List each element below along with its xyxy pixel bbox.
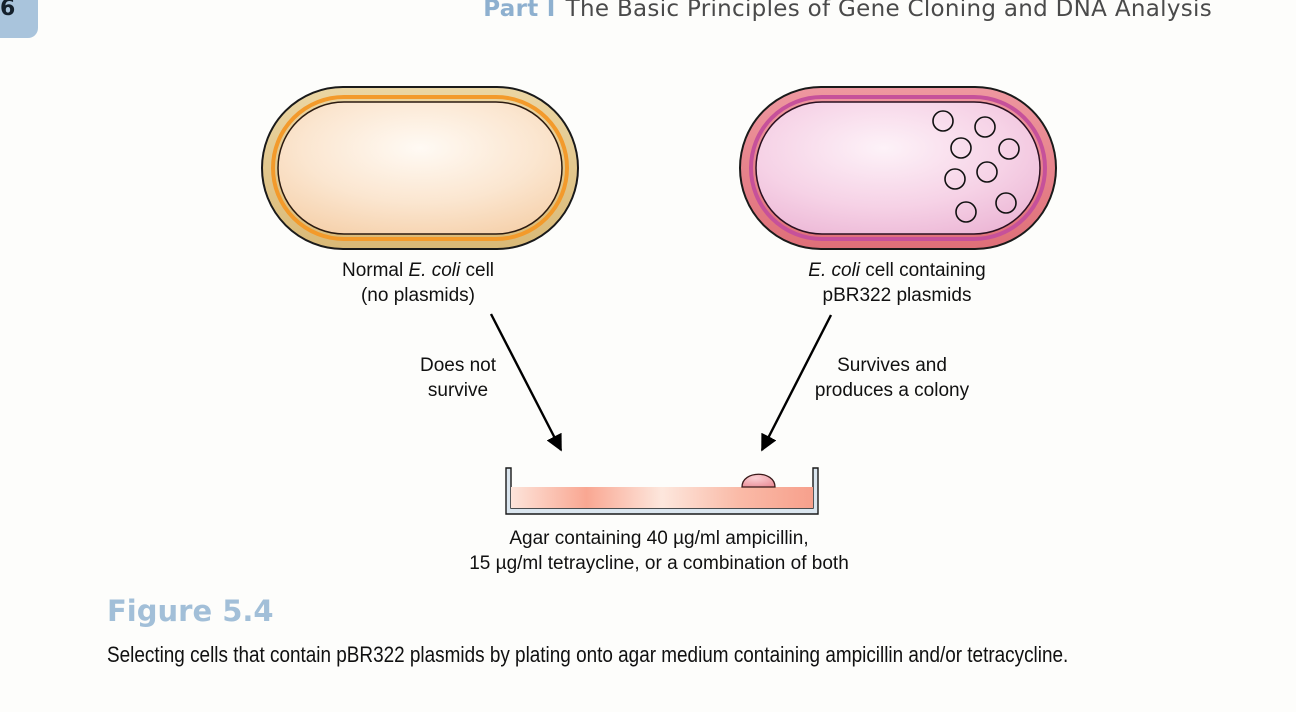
- part-title: The Basic Principles of Gene Cloning and…: [565, 0, 1212, 22]
- normal-cell-label-text: Normal: [341, 260, 409, 281]
- plasmid-5: [944, 168, 966, 190]
- plasmid-cell-species: E. coli: [808, 260, 861, 281]
- plasmid-cell-label: E. coli cell containing pBR322 plasmids: [777, 258, 1017, 308]
- agar-medium: [511, 487, 813, 508]
- agar-label: Agar containing 40 µg/ml ampicillin, 15 …: [434, 526, 884, 576]
- normal-cell-label: Normal E. coli cell (no plasmids): [318, 258, 518, 308]
- figure-caption: Selecting cells that contain pBR322 plas…: [107, 642, 1069, 667]
- agar-label-line2: 15 µg/ml tetraycline, or a combination o…: [469, 553, 849, 574]
- plasmid-group: [932, 110, 1020, 223]
- arrow-right-to-dish: [760, 314, 833, 452]
- plasmid-3: [950, 137, 972, 159]
- plasmid-cell-label-text: cell containing: [860, 260, 986, 281]
- right-outcome-line1: Survives and: [837, 355, 947, 376]
- left-outcome-label: Does not survive: [398, 353, 518, 403]
- agar-dish: [505, 467, 819, 515]
- page-number-tab: [0, 0, 38, 38]
- plasmid-1: [932, 110, 954, 132]
- page-number: 6: [0, 0, 16, 21]
- plasmid-2: [974, 116, 996, 138]
- plasmid-6: [976, 161, 998, 183]
- bacterial-colony: [741, 473, 776, 488]
- plasmid-ecoli-cell: [739, 86, 1057, 250]
- part-label: Part I: [483, 0, 556, 22]
- plasmid-cell-label-note: pBR322 plasmids: [822, 285, 972, 306]
- normal-cell-species: E. coli: [408, 260, 461, 281]
- agar-label-line1: Agar containing 40 µg/ml ampicillin,: [509, 528, 809, 549]
- left-outcome-line1: Does not: [419, 355, 497, 376]
- right-outcome-line2: produces a colony: [814, 380, 970, 401]
- arrow-left-to-dish: [489, 313, 563, 452]
- right-outcome-label: Survives and produces a colony: [797, 353, 987, 403]
- plasmid-8: [955, 201, 977, 223]
- plasmid-4: [998, 138, 1020, 160]
- normal-cell-label-note: (no plasmids): [360, 285, 476, 306]
- figure-number: Figure 5.4: [107, 594, 274, 628]
- plasmid-7: [995, 192, 1017, 214]
- left-outcome-line2: survive: [427, 380, 489, 401]
- normal-cell-label-suffix: cell: [460, 260, 495, 281]
- normal-ecoli-cell: [261, 86, 579, 250]
- running-head: Part I The Basic Principles of Gene Cloni…: [483, 0, 1212, 22]
